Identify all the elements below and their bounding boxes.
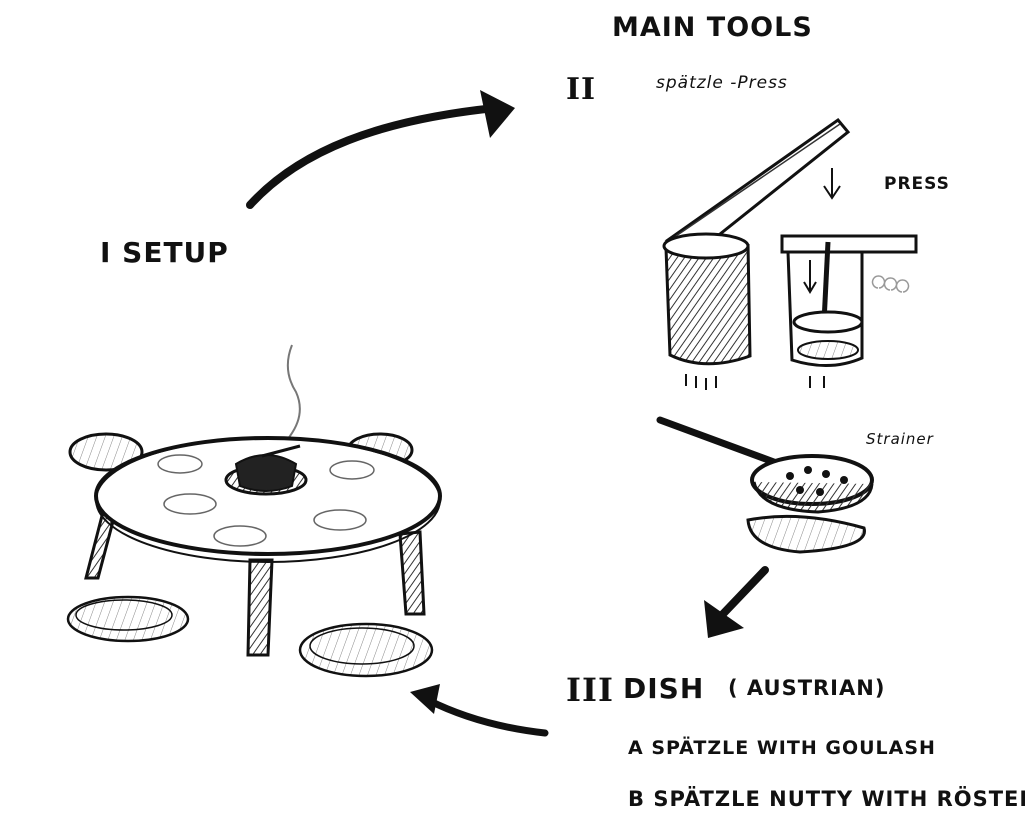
section-2-label: spätzle -Press [656,73,788,93]
press-label: PRESS [884,174,950,194]
arrow-dish-to-setup [410,684,549,737]
section-1-label: I SETUP [100,236,229,269]
strainer-illustration [656,416,874,554]
page-title: MAIN TOOLS [612,12,813,43]
dish-item-b: B SPÄTZLE NUTTY WITH RÖSTER [628,787,1025,811]
table-setup-illustration [66,344,442,678]
section-3-label: DISH [623,672,705,705]
section-3-numeral: III [566,671,614,709]
dish-item-a: A SPÄTZLE WITH GOULASH [628,737,936,759]
spaetzle-press-illustration [662,117,918,390]
arrow-setup-to-tools [246,90,515,209]
section-2-numeral: II [566,72,597,107]
arrow-tools-to-dish [704,566,769,638]
section-3-note: ( AUSTRIAN) [728,676,886,700]
strainer-label: Strainer [866,430,934,448]
